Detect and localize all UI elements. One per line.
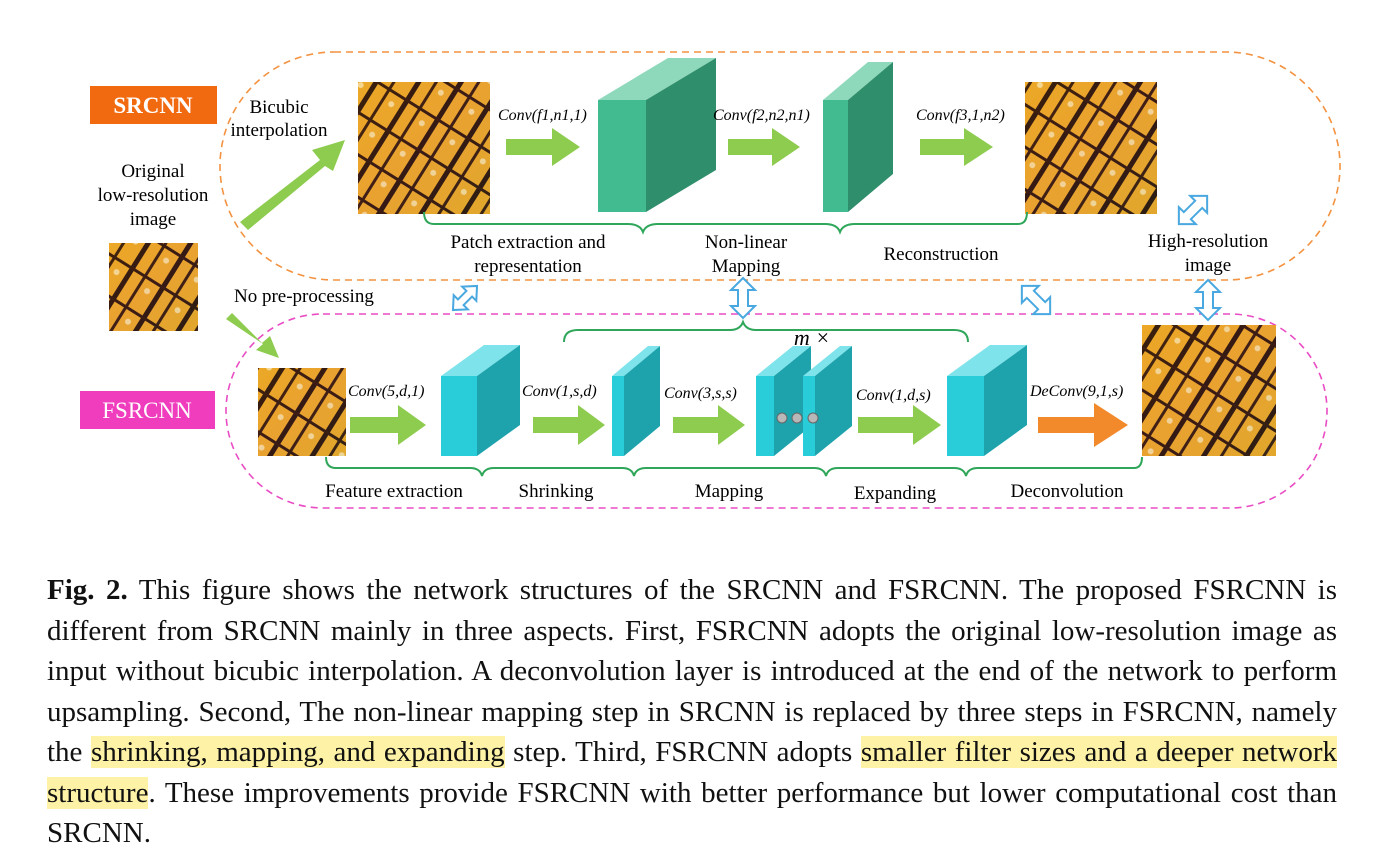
hr-label-line2: image [1185,255,1231,276]
deconv-arrow [1038,403,1128,447]
caption-text-a: This figure shows the network structures… [47,574,1337,768]
double-arrow-2 [728,276,758,320]
srcnn-badge [90,86,217,124]
stage-expanding: Expanding [854,483,937,504]
srcnn-arrow-3 [920,128,993,166]
fsrcnn-arrow-4 [858,405,941,445]
srcnn-bracket [423,211,1028,235]
stage-deconvolution: Deconvolution [1011,481,1124,502]
srcnn-badge-label: SRCNN [113,93,193,118]
double-arrow-5 [1193,278,1223,322]
srcnn-block-1 [598,58,716,212]
no-preprocessing-arrow [226,313,279,358]
fsrcnn-block-expand [947,345,1027,456]
fsrcnn-arrow-2 [533,405,605,445]
double-arrow-4 [1177,194,1209,226]
srcnn-arrow-2 [728,128,800,166]
fsrcnn-dashed-region [225,313,1328,509]
srcnn-op-2: Conv(f2,n2,n1) [713,107,810,124]
fsrcnn-bracket [325,456,1143,477]
m-times-label: m × [794,325,830,350]
stage-shrinking: Shrinking [519,481,594,502]
caption-label: Fig. 2. [47,574,128,606]
fsrcnn-arrow-3 [673,405,745,445]
fsrcnn-arrow-1 [350,405,426,445]
srcnn-op-3: Conv(f3,1,n2) [916,107,1005,124]
stage-nonlinear-line2: Mapping [712,256,781,277]
fsrcnn-input-image [258,368,346,456]
fsrcnn-block-map-1 [756,346,811,456]
double-arrow-1 [451,284,479,312]
srcnn-arrow-1 [506,128,580,166]
stage-nonlinear-line1: Non-linear [705,232,788,253]
srcnn-output-image [1025,82,1157,214]
srcnn-block-2 [823,62,893,212]
stage-reconstruction: Reconstruction [883,244,999,265]
caption-text-b: step. Third, FSRCNN adopts [504,736,861,768]
fsrcnn-op-4: Conv(1,d,s) [856,387,931,404]
ellipsis-dots [776,412,819,424]
bicubic-label-line2: interpolation [230,120,328,141]
hr-label-line1: High-resolution [1148,231,1269,252]
srcnn-dashed-region [219,51,1341,281]
caption-text-c: . These improvements provide FSRCNN with… [47,776,1337,850]
double-arrow-3 [1020,284,1052,316]
bicubic-label-line1: Bicubic [249,97,308,118]
fsrcnn-block-shrink [612,346,660,456]
caption-highlight-1: shrinking, mapping, and expanding [90,736,505,768]
fsrcnn-op-1: Conv(5,d,1) [348,383,424,400]
no-preprocessing-label: No pre-processing [234,286,374,307]
fsrcnn-badge-label: FSRCNN [102,398,192,423]
stage-feature-extraction: Feature extraction [325,481,463,502]
original-label-line2: low-resolution [98,185,209,206]
network-structure-figure: SRCNN FSRCNN Bicubic interpolation Origi… [80,51,1341,509]
srcnn-op-1: Conv(f1,n1,1) [498,107,587,124]
original-label-line1: Original [121,161,184,182]
fsrcnn-op-5: DeConv(9,1,s) [1029,383,1123,400]
original-label-line3: image [130,209,176,230]
stage-patch-extraction-line1: Patch extraction and [450,232,606,253]
fsrcnn-badge [80,391,215,429]
figure-caption: Fig. 2. This figure shows the network st… [47,570,1338,854]
fsrcnn-op-3: Conv(3,s,s) [664,385,737,402]
low-resolution-image [109,243,198,331]
fsrcnn-block-feature [441,345,520,456]
bicubic-arrow [240,140,345,230]
stage-patch-extraction-line2: representation [474,256,582,277]
fsrcnn-output-image [1142,325,1276,456]
m-times-bracket [563,319,969,343]
bicubic-image [358,82,490,214]
stage-mapping: Mapping [695,481,764,502]
fsrcnn-op-2: Conv(1,s,d) [522,383,597,400]
